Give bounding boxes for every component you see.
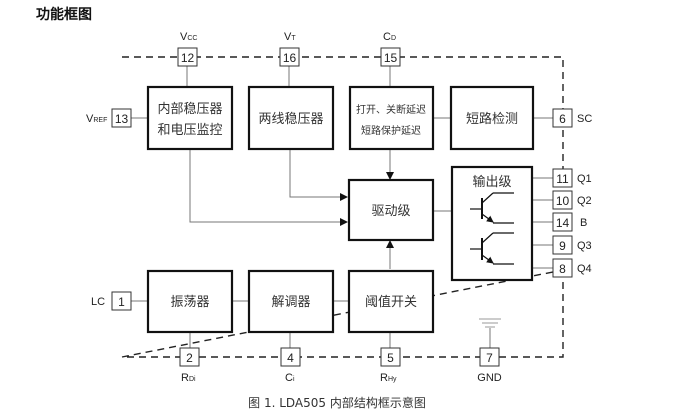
pin-sc: 6 SC: [552, 108, 592, 128]
svg-text:16: 16: [283, 51, 297, 65]
block-driver: 驱动级: [347, 178, 435, 242]
svg-text:LC: LC: [91, 296, 105, 308]
pin-q3: 9 Q3: [552, 235, 592, 255]
pin-q4: 8 Q4: [552, 258, 592, 278]
svg-text:两线稳压器: 两线稳压器: [258, 111, 323, 127]
pin-lc: 1 LC: [91, 291, 132, 311]
pin-vt: 16 VT: [279, 31, 300, 67]
svg-text:11: 11: [556, 172, 569, 186]
svg-text:Q2: Q2: [577, 195, 592, 207]
block-delay: 打开、关断延迟 短路保护延迟: [348, 85, 435, 151]
svg-text:RHy: RHy: [380, 372, 397, 384]
svg-text:短路保护延迟: 短路保护延迟: [361, 124, 421, 137]
block-output-stage: 输出级: [450, 165, 534, 282]
pin-cd: 15 CD: [380, 31, 401, 67]
svg-text:输出级: 输出级: [472, 174, 511, 190]
block-two-wire-regulator: 两线稳压器: [247, 85, 335, 151]
svg-text:VT: VT: [284, 31, 296, 43]
transistor-icon: [470, 192, 514, 224]
svg-text:B: B: [580, 217, 587, 229]
block-regulator-monitor: 内部稳压器 和电压监控: [146, 85, 234, 151]
svg-text:9: 9: [559, 239, 566, 253]
transistor-icon: [470, 232, 514, 265]
figure-caption: 图 1. LDA505 内部结构框示意图: [248, 395, 426, 410]
svg-text:振荡器: 振荡器: [170, 295, 209, 310]
svg-text:15: 15: [384, 51, 398, 65]
pin-gnd: 7 GND: [477, 347, 502, 384]
svg-text:Q4: Q4: [577, 263, 592, 275]
svg-text:Q1: Q1: [577, 173, 592, 185]
svg-text:RDi: RDi: [181, 372, 196, 384]
svg-text:CD: CD: [383, 31, 396, 43]
svg-text:12: 12: [181, 51, 195, 65]
svg-text:和电压监控: 和电压监控: [157, 123, 222, 138]
section-title: 功能框图: [36, 7, 92, 23]
svg-text:SC: SC: [577, 113, 592, 125]
svg-text:短路检测: 短路检测: [466, 111, 518, 127]
block-demodulator: 解调器: [247, 269, 335, 334]
svg-text:7: 7: [486, 351, 493, 365]
svg-text:14: 14: [556, 216, 570, 230]
svg-text:6: 6: [559, 112, 566, 126]
svg-text:Q3: Q3: [577, 240, 592, 252]
pin-ci: 4 Ci: [280, 347, 301, 384]
ground-icon: [479, 318, 501, 328]
svg-text:5: 5: [387, 351, 394, 365]
svg-text:VREF: VREF: [86, 113, 107, 125]
svg-text:1: 1: [118, 295, 125, 309]
svg-text:4: 4: [287, 351, 294, 365]
svg-text:内部稳压器: 内部稳压器: [157, 101, 222, 117]
svg-text:10: 10: [556, 194, 570, 208]
block-threshold-switch: 阈值开关: [347, 269, 435, 334]
block-oscillator: 振荡器: [146, 269, 234, 334]
svg-text:驱动级: 驱动级: [371, 204, 410, 219]
svg-text:13: 13: [115, 112, 129, 126]
svg-text:2: 2: [186, 351, 193, 365]
pin-q1: 11 Q1: [552, 168, 592, 188]
svg-text:GND: GND: [477, 372, 502, 384]
svg-text:Ci: Ci: [285, 372, 295, 384]
pin-vref: 13 VREF: [86, 108, 132, 128]
svg-text:阈值开关: 阈值开关: [365, 294, 417, 310]
svg-text:打开、关断延迟: 打开、关断延迟: [356, 103, 426, 116]
pin-q2: 10 Q2: [552, 190, 592, 210]
pin-b: 14 B: [552, 212, 587, 232]
svg-text:解调器: 解调器: [271, 295, 310, 310]
chip-outline: [121, 56, 564, 358]
pin-rdi: 2 RDi: [179, 347, 200, 384]
svg-text:8: 8: [559, 262, 566, 276]
wires: [131, 65, 555, 349]
block-short-detect: 短路检测: [449, 85, 535, 151]
pin-vcc: 12 VCC: [177, 31, 198, 67]
pin-rhy: 5 RHy: [380, 347, 401, 384]
svg-text:VCC: VCC: [180, 31, 197, 43]
